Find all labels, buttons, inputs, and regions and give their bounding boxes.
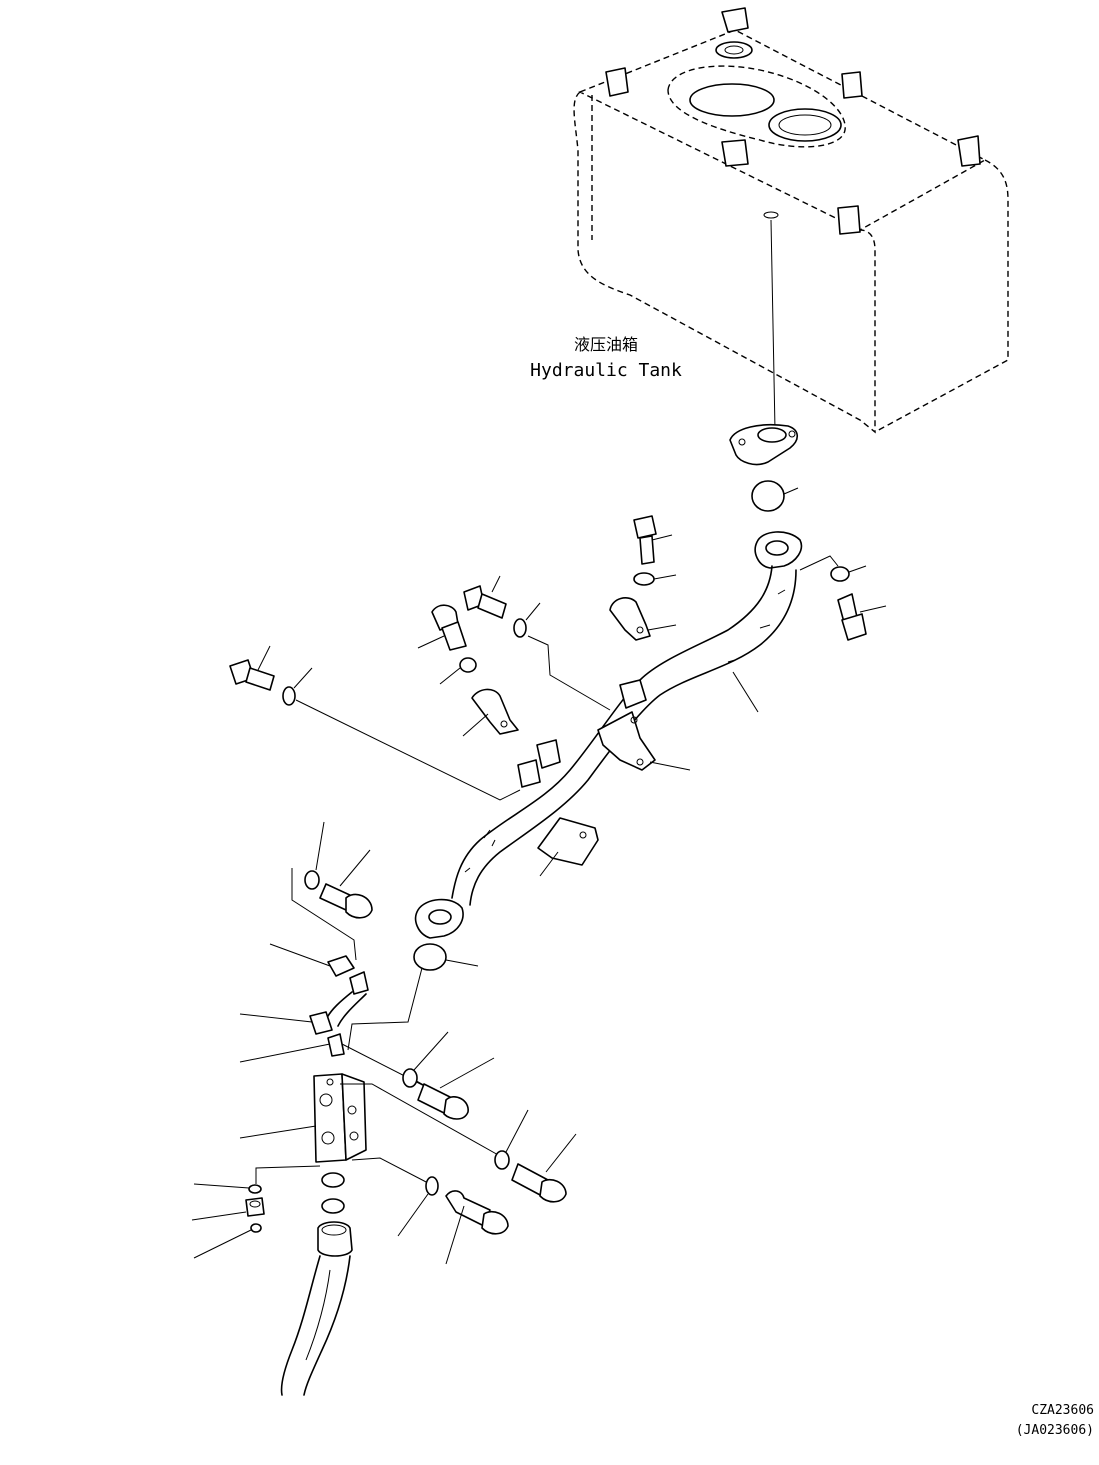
tank-outlet-flange bbox=[729, 423, 799, 466]
o-ring-lower bbox=[413, 943, 447, 971]
o-ring bbox=[321, 1172, 345, 1188]
o-ring-small bbox=[248, 1184, 262, 1194]
hydraulic-tank bbox=[573, 7, 1009, 434]
washer bbox=[459, 657, 477, 673]
washer bbox=[282, 686, 296, 706]
tank-outlet-mark bbox=[763, 211, 779, 219]
o-ring bbox=[751, 480, 785, 512]
bolt bbox=[463, 585, 507, 619]
tank-top-flange bbox=[667, 41, 846, 148]
washer bbox=[830, 566, 850, 582]
valve-block bbox=[313, 1073, 367, 1163]
bolt bbox=[319, 883, 373, 919]
washer bbox=[402, 1068, 418, 1088]
o-ring bbox=[321, 1198, 345, 1214]
washer bbox=[513, 618, 527, 638]
bolt bbox=[417, 1083, 469, 1120]
suction-hose bbox=[280, 1221, 353, 1396]
clamp-upper bbox=[609, 597, 651, 641]
bolt bbox=[633, 515, 657, 565]
washer bbox=[304, 870, 320, 890]
o-ring-small bbox=[250, 1223, 262, 1233]
bolt bbox=[837, 593, 867, 641]
washer bbox=[494, 1150, 510, 1170]
tank-label-en: Hydraulic Tank bbox=[530, 360, 682, 381]
bolt bbox=[445, 1190, 509, 1235]
tank-bracket bbox=[605, 7, 981, 235]
clamp-mid bbox=[471, 688, 519, 735]
sensor-harness bbox=[309, 971, 369, 1057]
drawing-code: CZA23606 bbox=[1031, 1403, 1094, 1418]
bracket-lower bbox=[537, 817, 599, 866]
sensor-bracket bbox=[327, 955, 355, 977]
tank-label-zh: 液压油箱 bbox=[574, 335, 638, 354]
washer bbox=[425, 1176, 439, 1196]
bracket-right bbox=[597, 711, 656, 771]
bolt bbox=[431, 604, 467, 651]
washer bbox=[633, 572, 655, 586]
drawing-code-secondary: (JA023606) bbox=[1016, 1423, 1094, 1438]
bolt bbox=[511, 1163, 567, 1203]
plug bbox=[245, 1197, 265, 1217]
bolt bbox=[229, 659, 275, 691]
suction-tube bbox=[414, 531, 803, 939]
